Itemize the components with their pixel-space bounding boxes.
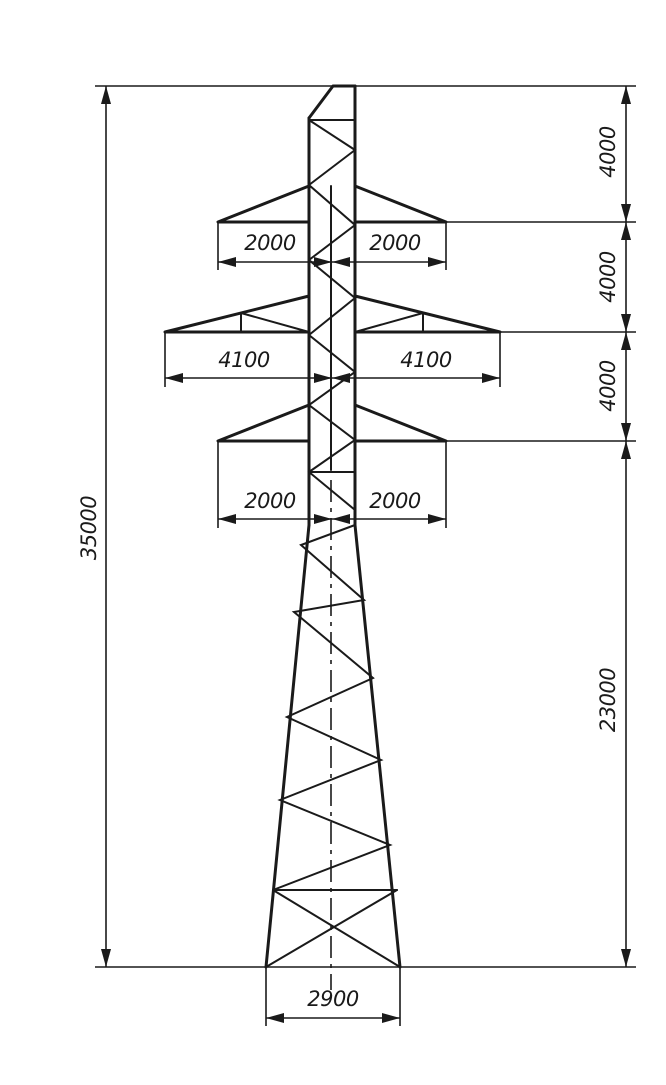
segment-height-label-3: 4000 [596,360,620,412]
lower-arm-left-label: 2000 [244,489,296,513]
lower-arm-right-label: 2000 [369,489,421,513]
tower-leg-left [264,523,311,969]
base-width-label: 2900 [307,987,359,1011]
lower-body-bracing [272,524,398,891]
dimension-labels: 35000 4000 4000 4000 23000 2000 2000 410… [77,126,620,1011]
middle-arm-left-label: 4100 [218,348,270,372]
dimension-lines [95,85,636,1026]
middle-crossarms [163,294,502,334]
segment-height-label-1: 4000 [596,126,620,178]
segment-height-label-2: 4000 [596,251,620,303]
upper-arm-right-label: 2000 [369,231,421,255]
tower-peak [307,84,357,120]
total-height-label: 35000 [77,496,101,560]
upper-arm-left-label: 2000 [244,231,296,255]
tower-structure [163,84,502,990]
segment-height-label-4: 23000 [596,668,620,732]
middle-arm-right-label: 4100 [400,348,452,372]
